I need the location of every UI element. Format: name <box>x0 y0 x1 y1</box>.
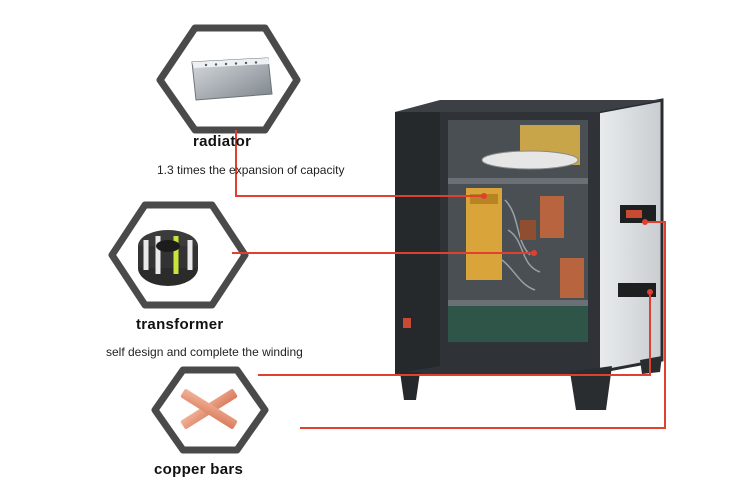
copper-bars-hexagon <box>151 366 269 454</box>
copper-pointer-dot-2 <box>642 219 648 225</box>
transformer-hexagon <box>108 201 249 309</box>
copper-pointer-dot-1 <box>647 289 653 295</box>
transformer-title: transformer <box>136 316 224 333</box>
copper-leader-line-2 <box>300 221 666 429</box>
radiator-leader-line <box>235 130 484 197</box>
radiator-hexagon <box>156 24 301 134</box>
radiator-thumbnail <box>191 57 273 101</box>
transformer-pointer-dot <box>531 250 537 256</box>
radiator-title: radiator <box>193 133 252 150</box>
transformer-thumbnail <box>138 230 198 286</box>
rectifier-cabinet <box>395 98 664 410</box>
copper-leader-line-1 <box>258 295 651 376</box>
radiator-pointer-dot <box>481 193 487 199</box>
copper-bars-thumbnail <box>180 389 238 429</box>
transformer-caption: self design and complete the winding <box>106 345 303 359</box>
copper-bars-title: copper bars <box>154 461 244 478</box>
leader-lines <box>232 130 666 429</box>
radiator-caption: 1.3 times the expansion of capacity <box>157 163 345 177</box>
